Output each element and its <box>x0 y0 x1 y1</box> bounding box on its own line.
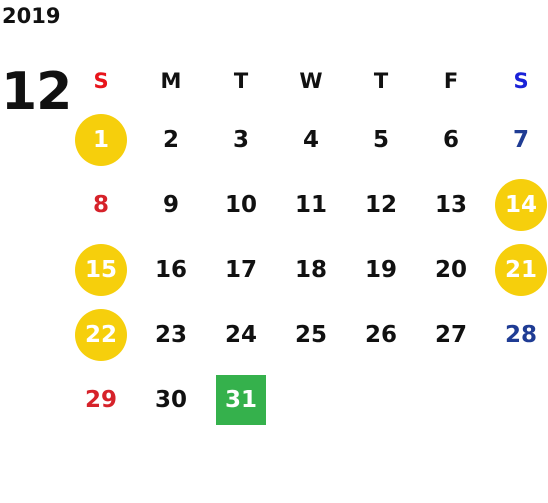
day-cell[interactable]: 5 <box>346 107 416 172</box>
day-number: 21 <box>504 256 537 283</box>
day-cell[interactable]: 2 <box>136 107 206 172</box>
day-cell[interactable]: 30 <box>136 367 206 432</box>
day-number: 19 <box>364 256 397 283</box>
day-number: 8 <box>92 191 109 218</box>
day-number: 10 <box>224 191 257 218</box>
weekday-header-tuesday: T <box>233 69 249 93</box>
day-number: 22 <box>84 321 117 348</box>
day-cell[interactable]: 27 <box>416 302 486 367</box>
day-number: 15 <box>84 256 117 283</box>
day-number: 18 <box>294 256 327 283</box>
day-number: 12 <box>364 191 397 218</box>
day-number: 1 <box>92 126 109 153</box>
day-number: 14 <box>504 191 537 218</box>
day-cell[interactable]: 3 <box>206 107 276 172</box>
day-number: 27 <box>434 321 467 348</box>
day-cell-today[interactable]: 31 <box>206 367 276 432</box>
day-cell[interactable]: 18 <box>276 237 346 302</box>
day-number: 16 <box>154 256 187 283</box>
day-number: 13 <box>434 191 467 218</box>
day-number: 30 <box>154 386 187 413</box>
day-number: 4 <box>302 126 319 153</box>
day-cell[interactable]: 23 <box>136 302 206 367</box>
day-number: 23 <box>154 321 187 348</box>
day-number: 3 <box>232 126 249 153</box>
day-number: 26 <box>364 321 397 348</box>
day-cell[interactable]: 24 <box>206 302 276 367</box>
day-cell[interactable]: 6 <box>416 107 486 172</box>
weekday-header-friday: F <box>443 69 459 93</box>
day-number: 29 <box>84 386 117 413</box>
day-number: 11 <box>294 191 327 218</box>
day-cell-holiday[interactable]: 21 <box>486 237 548 302</box>
day-cell[interactable]: 12 <box>346 172 416 237</box>
day-number: 7 <box>512 126 529 153</box>
day-number: 9 <box>162 191 179 218</box>
weekday-header-saturday: S <box>513 69 529 93</box>
day-cell-holiday[interactable]: 15 <box>66 237 136 302</box>
weekday-header-thursday: T <box>373 69 389 93</box>
day-cell-holiday[interactable]: 22 <box>66 302 136 367</box>
day-cell[interactable]: 10 <box>206 172 276 237</box>
day-cell[interactable]: 19 <box>346 237 416 302</box>
day-number: 20 <box>434 256 467 283</box>
day-number: 31 <box>224 386 257 413</box>
day-cell-holiday[interactable]: 14 <box>486 172 548 237</box>
day-number: 17 <box>224 256 257 283</box>
day-cell[interactable]: 29 <box>66 367 136 432</box>
day-cell[interactable]: 13 <box>416 172 486 237</box>
day-number: 6 <box>442 126 459 153</box>
day-number: 25 <box>294 321 327 348</box>
day-number: 5 <box>372 126 389 153</box>
day-cell[interactable]: 16 <box>136 237 206 302</box>
day-cell[interactable]: 8 <box>66 172 136 237</box>
day-number: 24 <box>224 321 257 348</box>
year-label: 2019 <box>2 4 61 28</box>
day-cell[interactable]: 26 <box>346 302 416 367</box>
day-cell[interactable]: 9 <box>136 172 206 237</box>
day-cell[interactable]: 20 <box>416 237 486 302</box>
weekday-header-sunday: S <box>93 69 109 93</box>
day-cell[interactable]: 25 <box>276 302 346 367</box>
weekday-header-monday: M <box>160 69 182 93</box>
day-cell[interactable]: 28 <box>486 302 548 367</box>
weekday-header-wednesday: W <box>299 69 323 93</box>
day-number: 2 <box>162 126 179 153</box>
day-cell[interactable]: 4 <box>276 107 346 172</box>
day-cell-holiday[interactable]: 1 <box>66 107 136 172</box>
day-cell[interactable]: 17 <box>206 237 276 302</box>
day-number: 28 <box>504 321 537 348</box>
day-cell[interactable]: 7 <box>486 107 548 172</box>
month-label: 12 <box>1 62 72 122</box>
day-cell[interactable]: 11 <box>276 172 346 237</box>
